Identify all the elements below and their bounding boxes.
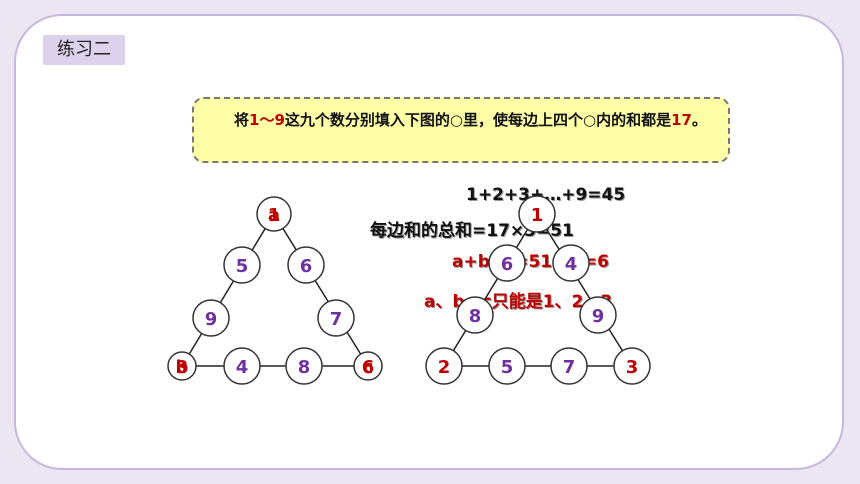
- svg-text:9: 9: [205, 309, 218, 330]
- left-side-node-2: 9: [192, 299, 230, 337]
- problem-text-3: 。: [691, 111, 707, 129]
- problem-range: 1～9: [249, 111, 285, 129]
- left-bottom-middle-node-2: 8: [285, 347, 323, 385]
- problem-target: 17: [671, 111, 692, 129]
- right-bottom-right-node: 3: [613, 347, 651, 385]
- right-right-side-node-1: 4: [552, 244, 590, 282]
- svg-text:2: 2: [438, 357, 451, 378]
- svg-text:7: 7: [330, 309, 343, 330]
- right-bottom-left-node: 2: [425, 347, 463, 385]
- svg-text:3: 3: [176, 357, 189, 378]
- svg-text:3: 3: [626, 357, 639, 378]
- svg-text:a: a: [268, 205, 280, 226]
- svg-text:4: 4: [565, 254, 578, 275]
- left-side-node-1: 5: [223, 246, 261, 284]
- svg-text:8: 8: [298, 357, 311, 378]
- right-top-node: 1: [518, 195, 556, 233]
- svg-text:1: 1: [531, 205, 544, 226]
- svg-text:6: 6: [362, 357, 375, 378]
- svg-text:6: 6: [501, 254, 514, 275]
- problem-text-1: 将: [234, 111, 250, 129]
- left-triangle: [181, 213, 369, 367]
- svg-text:6: 6: [300, 256, 313, 277]
- svg-text:5: 5: [236, 256, 249, 277]
- svg-text:9: 9: [592, 306, 605, 327]
- right-right-side-node-2: 9: [579, 296, 617, 334]
- svg-text:5: 5: [501, 357, 514, 378]
- svg-text:8: 8: [469, 306, 482, 327]
- problem-statement: 将1～9这九个数分别填入下图的○里，使每边上四个○内的和都是17。: [192, 97, 730, 163]
- right-left-side-node-2: 8: [456, 296, 494, 334]
- right-triangle: [443, 213, 633, 367]
- svg-text:c: c: [363, 357, 374, 378]
- left-bottom-right-node: c 6: [353, 351, 383, 381]
- slide-card: [14, 14, 844, 470]
- svg-text:1: 1: [268, 205, 281, 226]
- equation-sum-1-to-9: 1+2+3+…+9=45: [466, 185, 626, 205]
- left-bottom-middle-node-1: 4: [223, 347, 261, 385]
- svg-text:4: 4: [236, 357, 249, 378]
- right-bottom-middle-node-1: 5: [488, 347, 526, 385]
- problem-text-2: 这九个数分别填入下图的○里，使每边上四个○内的和都是: [284, 111, 672, 129]
- right-bottom-middle-node-2: 7: [550, 347, 588, 385]
- left-bottom-left-node: b 3: [167, 351, 197, 381]
- right-side-node-2: 7: [317, 299, 355, 337]
- svg-text:7: 7: [563, 357, 576, 378]
- right-side-node-1: 6: [287, 246, 325, 284]
- left-top-node: a 1: [256, 196, 292, 232]
- lesson-title: 练习二: [43, 35, 125, 65]
- svg-text:b: b: [176, 357, 189, 378]
- right-left-side-node-1: 6: [488, 244, 526, 282]
